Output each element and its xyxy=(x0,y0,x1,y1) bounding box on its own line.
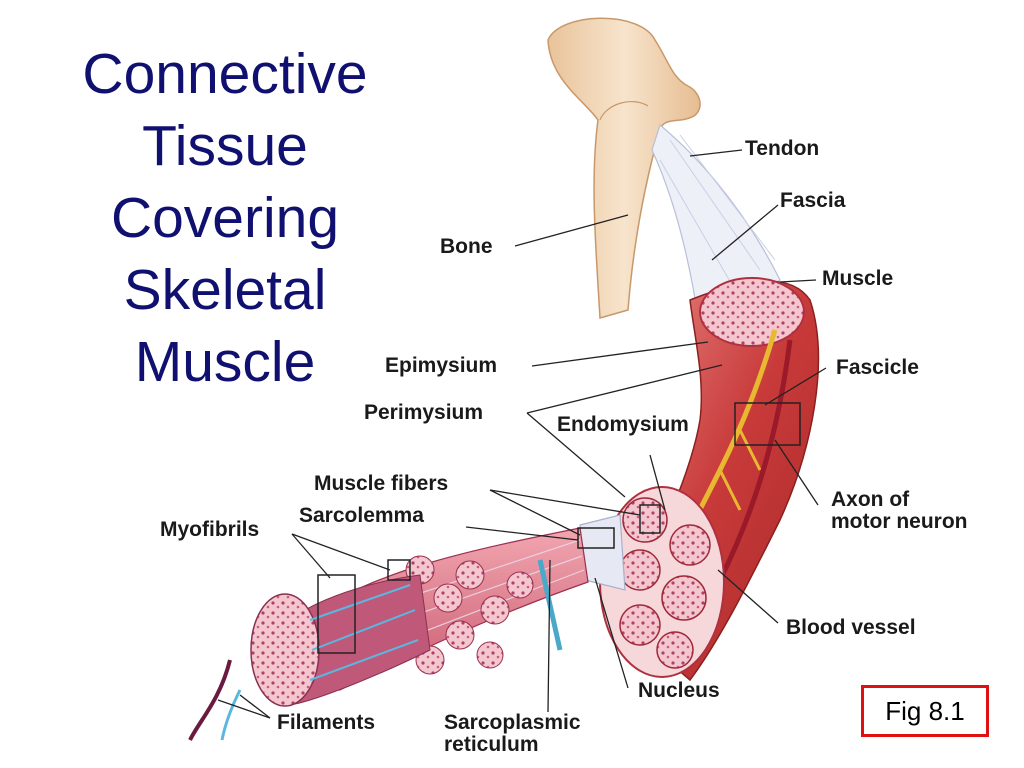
label-myofibrils: Myofibrils xyxy=(160,518,260,541)
leader-lines xyxy=(217,149,827,719)
title-line: Tissue xyxy=(142,114,308,178)
label-muscle-fibers: Muscle fibers xyxy=(314,472,449,495)
title-line: Connective xyxy=(82,42,368,106)
label-fascia: Fascia xyxy=(780,189,846,212)
title-line: Covering xyxy=(110,186,340,250)
label-epimysium: Epimysium xyxy=(385,354,498,377)
label-axon-line1: Axon of xyxy=(831,488,910,511)
label-blood-vessel: Blood vessel xyxy=(786,616,916,639)
label-sarcoplasmic-line2: reticulum xyxy=(444,733,539,756)
myofibril-end xyxy=(188,574,431,741)
label-bone: Bone xyxy=(440,235,493,258)
label-axon-line2: motor neuron xyxy=(831,510,968,533)
label-sarcoplasmic-line1: Sarcoplasmic xyxy=(444,711,581,734)
label-fascicle: Fascicle xyxy=(836,356,919,379)
title-line: Skeletal xyxy=(123,258,327,322)
label-nucleus: Nucleus xyxy=(638,679,720,702)
label-endomysium: Endomysium xyxy=(557,413,689,436)
fascicle-cross-section xyxy=(599,486,725,678)
figure-label: Fig 8.1 xyxy=(861,685,989,737)
label-filaments: Filaments xyxy=(277,711,376,734)
label-muscle: Muscle xyxy=(822,267,894,290)
page-title: Connective Tissue Covering Skeletal Musc… xyxy=(40,38,410,398)
label-tendon: Tendon xyxy=(745,137,820,160)
label-perimysium: Perimysium xyxy=(364,401,484,424)
label-sarcolemma: Sarcolemma xyxy=(299,504,424,527)
title-line: Muscle xyxy=(134,330,316,394)
